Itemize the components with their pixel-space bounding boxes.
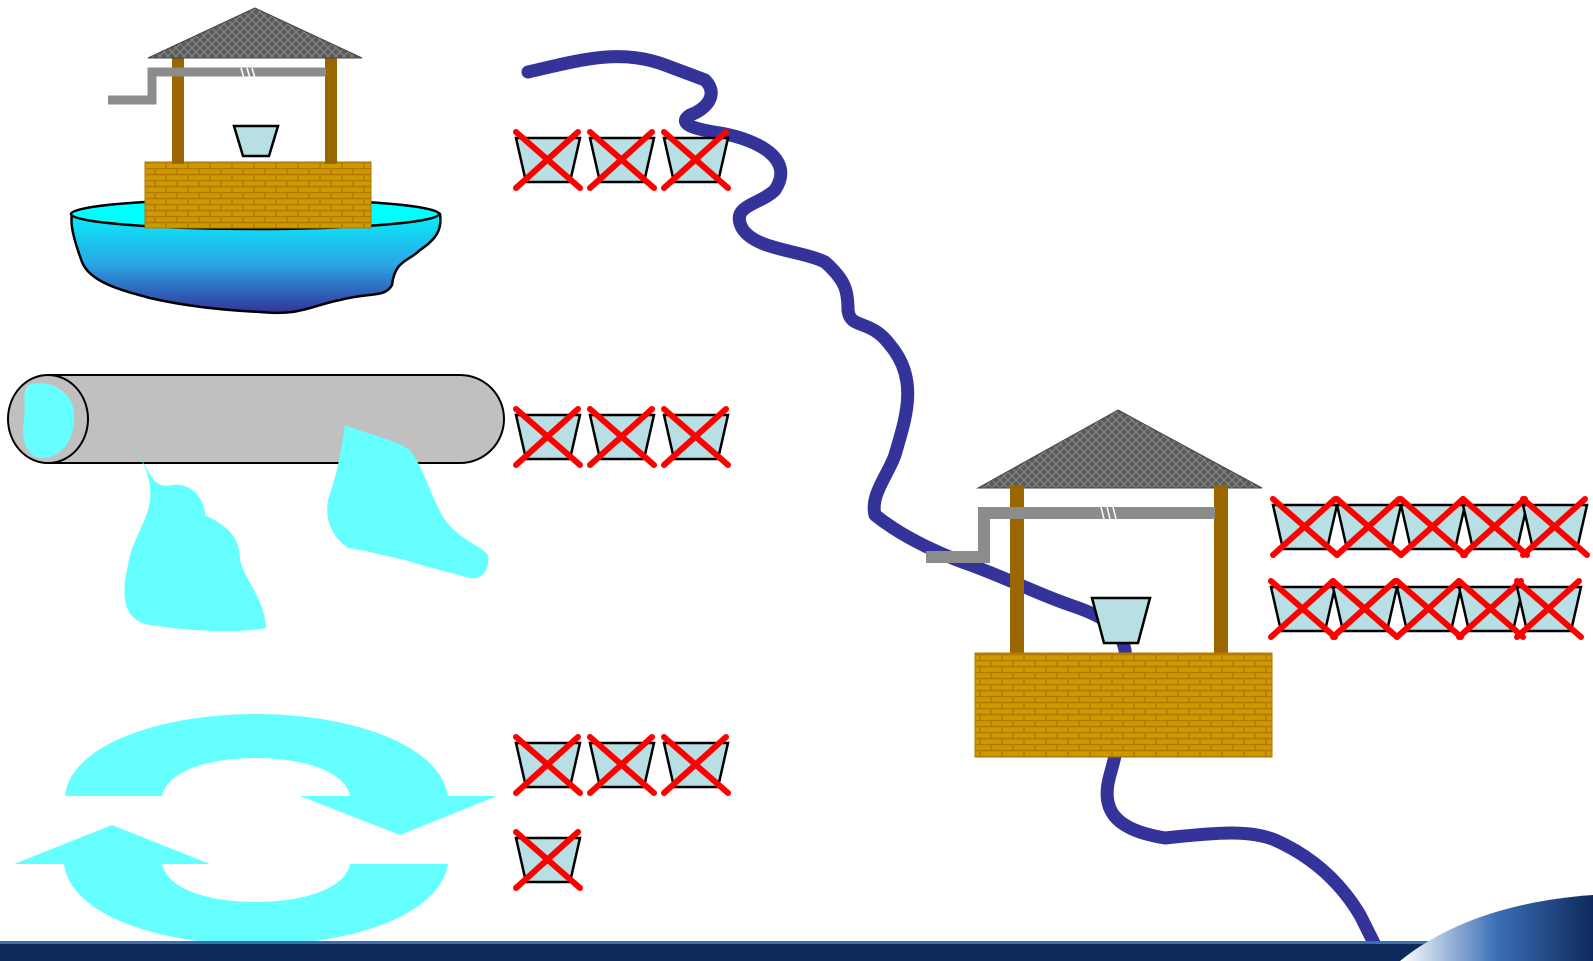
crossed-bucket-icon xyxy=(590,132,654,188)
bottom-bar xyxy=(0,944,1593,961)
crossed-bucket-icon xyxy=(516,132,580,188)
crossed-bucket-icon xyxy=(1271,581,1335,637)
crossed-bucket-icon xyxy=(1273,499,1337,555)
crossed-bucket-icon xyxy=(516,409,580,465)
crossed-bucket-icon xyxy=(664,132,728,188)
crossed-bucket-icon xyxy=(1463,499,1527,555)
crossed-bucket-icon xyxy=(1459,581,1523,637)
crossed-bucket-icon xyxy=(1397,581,1461,637)
crossed-bucket-icon xyxy=(664,409,728,465)
crossed-bucket-icon xyxy=(590,737,654,793)
crossed-bucket-icon xyxy=(664,737,728,793)
water-well-icon xyxy=(108,8,371,228)
bucket-row-well xyxy=(516,132,728,188)
water-well-icon xyxy=(926,410,1272,757)
crossed-bucket-icon xyxy=(1401,499,1465,555)
crossed-bucket-icon xyxy=(516,737,580,793)
bucket-row-right-2 xyxy=(1271,581,1581,637)
crossed-bucket-icon xyxy=(1333,581,1397,637)
corner-swoosh xyxy=(1400,895,1593,961)
bucket-row-cycle-2 xyxy=(516,832,580,888)
crossed-bucket-icon xyxy=(516,832,580,888)
recycle-arrows-icon xyxy=(14,714,497,945)
well-reservoir xyxy=(71,8,440,313)
crossed-bucket-icon xyxy=(1517,581,1581,637)
crossed-bucket-icon xyxy=(1337,499,1401,555)
bucket-row-pipe xyxy=(516,409,728,465)
bucket-row-cycle-1 xyxy=(516,737,728,793)
leaking-pipe-icon xyxy=(8,375,504,631)
bucket-row-right-1 xyxy=(1273,499,1587,555)
crossed-bucket-icon xyxy=(590,409,654,465)
crossed-bucket-icon xyxy=(1523,499,1587,555)
